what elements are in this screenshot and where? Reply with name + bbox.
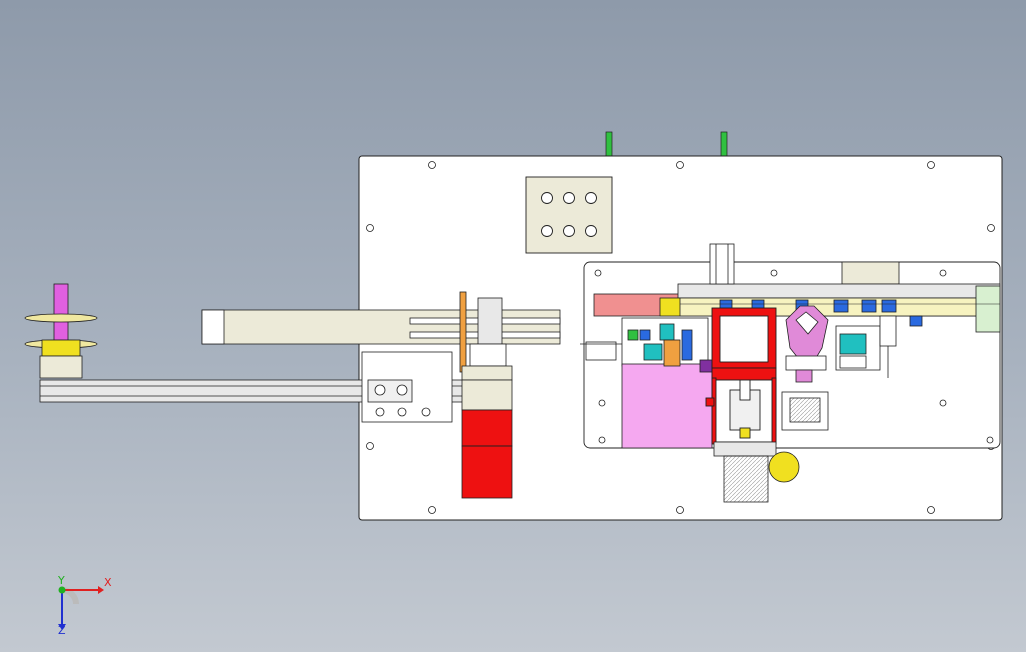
guide-pins [605, 131, 728, 157]
vertical-guide [709, 243, 735, 285]
lower-cylinder [713, 441, 800, 503]
profile-bracket [361, 351, 453, 423]
feeder-block [580, 317, 713, 449]
gripper [781, 305, 829, 431]
reel-assembly [24, 283, 98, 379]
control-box [525, 176, 613, 254]
motor [459, 291, 513, 499]
x-axis-label: X [104, 576, 112, 589]
right-units [835, 315, 897, 378]
axis-triad: X Y Z [57, 574, 112, 637]
z-axis-label: Z [58, 624, 66, 637]
red-clamp [705, 307, 777, 445]
y-axis-label: Y [57, 574, 65, 587]
